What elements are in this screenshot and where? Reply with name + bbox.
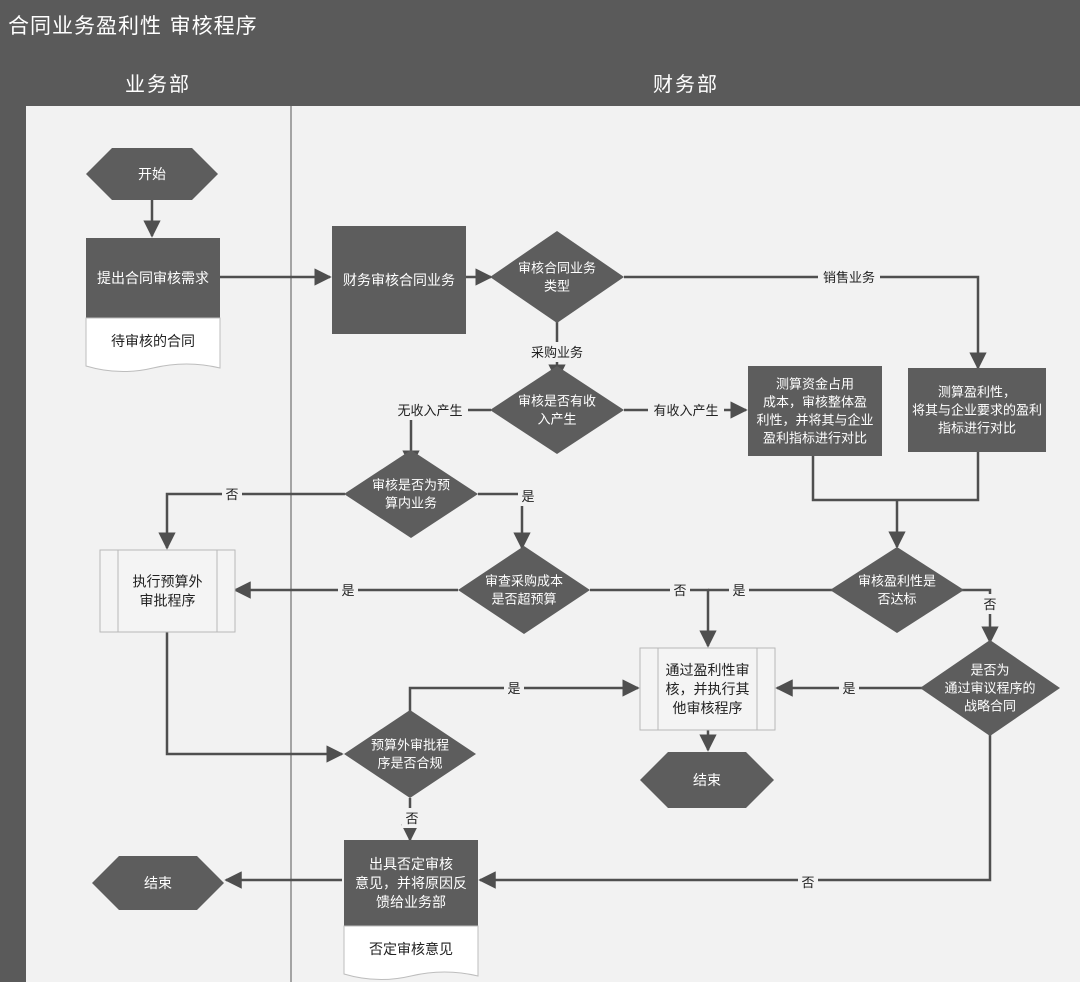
- submit-request-node: 提出合同审核需求: [86, 238, 220, 318]
- edge-label-profit-no-bg: [980, 594, 1000, 614]
- profit-ok-node: 审核盈利性是否达标: [830, 547, 964, 633]
- edge-exec-outside: [165, 632, 344, 763]
- reject-doc: 否定审核意见: [343, 925, 479, 981]
- edge-label-profit-yes: 是: [732, 584, 745, 599]
- edge-label-has-income: 有收入产生: [653, 404, 718, 419]
- reject-node: 出具否定审核意见，并将原因反馈给业务部: [344, 840, 478, 926]
- edge-label-strategic-yes: 是: [842, 682, 855, 697]
- edge-label-profit-no: 否: [983, 598, 996, 613]
- edge-label-has-income-bg: [648, 400, 724, 420]
- strategic-node: 是否为通过审议程序的战略合同: [920, 640, 1060, 736]
- start-node-label: 开始: [138, 167, 166, 183]
- start-node: 开始: [86, 148, 218, 200]
- edge-label-sales: 销售业务: [823, 270, 875, 286]
- edge-strategic-no: [478, 734, 992, 889]
- edge-label-outside-no: 否: [405, 812, 418, 827]
- edge-outside-yes: [408, 679, 640, 718]
- edge-label-profit-yes-bg: [729, 580, 749, 600]
- edge-calc-merge-right: [897, 452, 980, 502]
- edge-label-cost-yes: 是: [341, 584, 354, 599]
- pending-contract-doc: 待审核的合同: [85, 317, 221, 373]
- edge-label-strategic-yes-bg: [839, 678, 859, 698]
- edge-label-outside-no-bg: [402, 808, 422, 828]
- has-income-node: 审核是否有收入产生: [490, 366, 624, 454]
- business-type-node-label: 审核合同业务类型: [518, 261, 596, 295]
- pass-review-node: 通过盈利性审核，并执行其他审核程序: [639, 647, 776, 731]
- pending-contract-doc-label: 待审核的合同: [111, 334, 195, 350]
- edge-label-cost-no-bg: [670, 580, 690, 600]
- has-income-node-label: 审核是否有收入产生: [518, 395, 596, 428]
- edge-label-strategic-no-bg: [798, 872, 818, 892]
- edge-label-outside-yes-bg: [504, 678, 524, 698]
- page-title: 合同业务盈利性 审核程序: [8, 14, 258, 38]
- edge-label-sales-bg: [818, 267, 880, 287]
- edge-calc-merge-left: [811, 456, 897, 502]
- reject-doc-label: 否定审核意见: [369, 941, 453, 958]
- edge-label-outside-yes: 是: [507, 682, 520, 697]
- finance-review-node: 财务审核合同业务: [332, 226, 466, 334]
- end-right-node-label: 结束: [693, 773, 721, 789]
- end-left-node: 结束: [92, 856, 224, 910]
- pass-review-node-label: 通过盈利性审核，并执行其他审核程序: [666, 663, 750, 717]
- edge-label-no-income: 无收入产生: [397, 404, 462, 419]
- calc-profit-node: 测算盈利性，将其与企业要求的盈利指标进行对比: [908, 368, 1046, 452]
- exec-outside-node: 执行预算外审批程序: [99, 549, 236, 633]
- edge-budget-no: [158, 492, 345, 550]
- in-budget-node: 审核是否为预算内业务: [344, 450, 478, 538]
- edge-label-budget-no-bg: [222, 484, 242, 504]
- end-left-node-label: 结束: [144, 876, 172, 892]
- edge-label-purchase-bg: [526, 342, 588, 362]
- finance-review-node-label: 财务审核合同业务: [343, 273, 455, 289]
- lane-header-finance: 财务部: [653, 72, 719, 96]
- purchase-cost-node: 审查采购成本是否超预算: [458, 546, 590, 634]
- end-right-node: 结束: [640, 752, 774, 808]
- in-budget-node-label: 审核是否为预算内业务: [372, 479, 450, 512]
- edge-type-sales: [624, 275, 987, 370]
- calc-capital-node-label: 测算资金占用成本，审核整体盈利性，并将其与企业盈利指标进行对比: [756, 377, 873, 447]
- edge-label-budget-yes-bg: [518, 486, 538, 506]
- outside-ok-node-label: 预算外审批程序是否合规: [371, 739, 449, 772]
- profit-ok-node-label: 审核盈利性是否达标: [858, 575, 936, 608]
- calc-profit-node-label: 测算盈利性，将其与企业要求的盈利指标进行对比: [912, 386, 1042, 437]
- submit-request-node-label: 提出合同审核需求: [97, 271, 209, 287]
- calc-capital-node: 测算资金占用成本，审核整体盈利性，并将其与企业盈利指标进行对比: [748, 366, 882, 456]
- outside-ok-node: 预算外审批程序是否合规: [344, 710, 476, 798]
- edge-label-strategic-no: 否: [801, 876, 814, 891]
- purchase-cost-node-label: 审查采购成本是否超预算: [485, 574, 563, 608]
- edge-label-cost-yes-bg: [338, 580, 358, 600]
- business-type-node: 审核合同业务类型: [490, 231, 624, 323]
- edge-profit-no: [962, 588, 999, 644]
- reject-node-label: 出具否定审核意见，并将原因反馈给业务部: [355, 857, 467, 911]
- edge-label-cost-no: 否: [673, 584, 686, 599]
- edge-label-budget-yes: 是: [521, 490, 534, 505]
- exec-outside-node-label: 执行预算外审批程序: [133, 575, 203, 610]
- strategic-node-label: 是否为通过审议程序的战略合同: [944, 664, 1035, 715]
- edge-label-no-income-bg: [392, 400, 468, 420]
- edge-label-purchase: 采购业务: [531, 345, 583, 361]
- edge-label-budget-no: 否: [225, 488, 238, 503]
- lane-header-business: 业务部: [125, 72, 191, 96]
